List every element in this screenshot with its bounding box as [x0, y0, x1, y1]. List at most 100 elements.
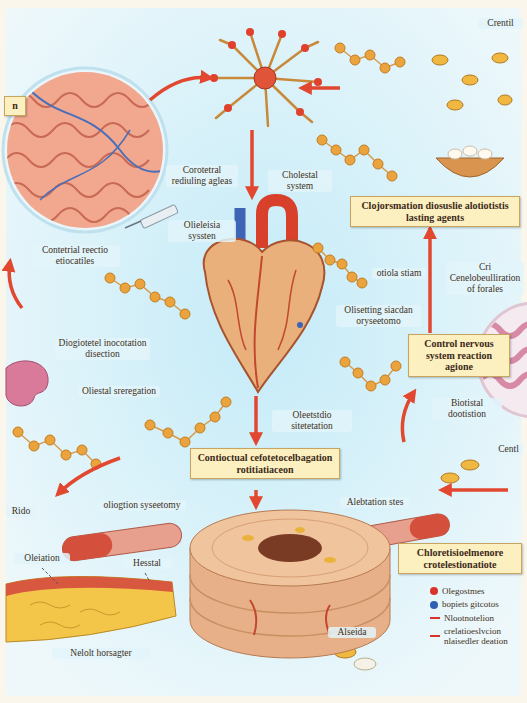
annotation-label: Hesstal	[122, 558, 172, 569]
capsule-body	[61, 522, 183, 562]
pill	[462, 75, 478, 85]
neuron-dot	[278, 30, 286, 38]
neuron-dot	[301, 44, 309, 52]
annotation-label: Diogiotetel inocotation disection	[55, 338, 150, 360]
molecule-chain	[335, 43, 405, 73]
legend-swatch	[430, 587, 438, 595]
molecule	[340, 357, 350, 367]
annotation-label: Alebtation stes	[340, 497, 410, 508]
box-text: Control nervous system reaction agione	[414, 338, 504, 373]
box-text: Clojorsmation diosuslie alotiotistis las…	[356, 200, 514, 223]
annotation-label: Oliestal sreregation	[78, 386, 160, 397]
annotation-label: Cholestal system	[268, 170, 332, 192]
capsule-cap	[408, 512, 451, 541]
cylinder-lumen	[258, 534, 322, 562]
capsule	[61, 522, 183, 562]
neuron-branches	[214, 32, 318, 126]
plaque	[242, 535, 254, 541]
plaque	[324, 557, 336, 563]
molecule	[221, 397, 231, 407]
molecule	[395, 57, 405, 67]
pill-bowl	[436, 146, 504, 177]
annotation-label: Alseida	[328, 627, 376, 638]
flow-arrow	[254, 396, 258, 442]
brain-gyrus	[10, 208, 154, 222]
chain-link	[340, 48, 400, 68]
molecule	[77, 445, 87, 455]
skin-layer	[6, 576, 173, 596]
neuron-dot	[228, 41, 236, 49]
legend-line-sample	[430, 617, 440, 619]
legend-row: Nlootnotelion	[430, 613, 525, 623]
molecule	[163, 428, 173, 438]
molecule	[380, 375, 390, 385]
molecule	[210, 412, 220, 422]
cylinder-vessel	[250, 600, 330, 635]
neuron-illustration	[210, 28, 322, 126]
neuron-dot	[314, 78, 322, 86]
legend-row: crelatioeslvcion nlaisedler deation	[430, 626, 525, 647]
caption-box: Clojorsmation diosuslie alotiotistis las…	[350, 196, 520, 227]
molecule	[105, 273, 115, 283]
molecule	[357, 278, 367, 288]
molecule	[347, 272, 357, 282]
molecule	[335, 43, 345, 53]
molecule	[391, 361, 401, 371]
flow-arrows	[9, 77, 508, 506]
molecule	[365, 50, 375, 60]
annotation-label: Olieleisia syssten	[168, 220, 236, 242]
artery-cross-section	[190, 510, 390, 658]
heart-body	[204, 239, 325, 392]
annotation-label: Olisetting siacdan oryseetomo	[336, 305, 421, 327]
pill	[478, 149, 492, 159]
kidney	[6, 361, 48, 406]
legend-row: bopiets gitcotos	[430, 599, 525, 609]
caption-box: Chloretisioelmenore crotelestionatiote	[398, 543, 522, 574]
annotation-label: Contetrial reectio etiocatiles	[30, 245, 120, 267]
neuron-dot	[246, 28, 254, 36]
neuron-dot	[224, 104, 232, 112]
pill	[492, 53, 508, 63]
molecule-chain	[340, 357, 401, 391]
molecule	[120, 283, 130, 293]
bowl	[436, 158, 504, 177]
chain-link	[322, 140, 392, 176]
heart-dot	[297, 322, 303, 328]
caption-box: Control nervous system reaction agione	[408, 334, 510, 377]
flow-connector	[428, 228, 432, 333]
molecule	[13, 427, 23, 437]
molecule	[145, 420, 155, 430]
molecule	[380, 63, 390, 73]
legend: Olegostmes bopiets gitcotosNlootnotelion c…	[430, 586, 525, 650]
annotation-label: Oleiation	[14, 553, 70, 564]
molecule	[350, 55, 360, 65]
chain-link	[110, 278, 185, 314]
molecule	[353, 368, 363, 378]
molecule	[387, 171, 397, 181]
flow-arrow	[250, 130, 254, 196]
chain-link	[318, 248, 362, 283]
leader-line	[145, 573, 150, 582]
annotation-label: Biotistal dootistion	[432, 398, 502, 420]
molecule	[45, 435, 55, 445]
pill	[463, 146, 477, 156]
legend-text: Olegostmes	[442, 586, 525, 596]
neuron-dot	[296, 108, 304, 116]
annotation-label: Crentil	[478, 18, 523, 29]
blood-vessel	[30, 90, 165, 172]
pill	[447, 100, 463, 110]
caption-box: Contioctual cefotetocelbagation rotitiat…	[190, 448, 340, 479]
annotation-label: Centl	[494, 444, 523, 455]
brain-fill	[0, 70, 170, 230]
legend-text: Nlootnotelion	[444, 613, 525, 623]
legend-text: crelatioeslvcion nlaisedler deation	[444, 626, 525, 647]
molecule	[366, 381, 376, 391]
neuron-body	[254, 67, 276, 89]
molecule	[135, 279, 145, 289]
pill	[498, 95, 512, 105]
fat-cells	[30, 602, 120, 628]
annotation-label: Nelolt horsagter	[52, 648, 150, 659]
flow-arrow	[58, 458, 120, 494]
molecule	[345, 155, 355, 165]
pill	[461, 460, 479, 470]
